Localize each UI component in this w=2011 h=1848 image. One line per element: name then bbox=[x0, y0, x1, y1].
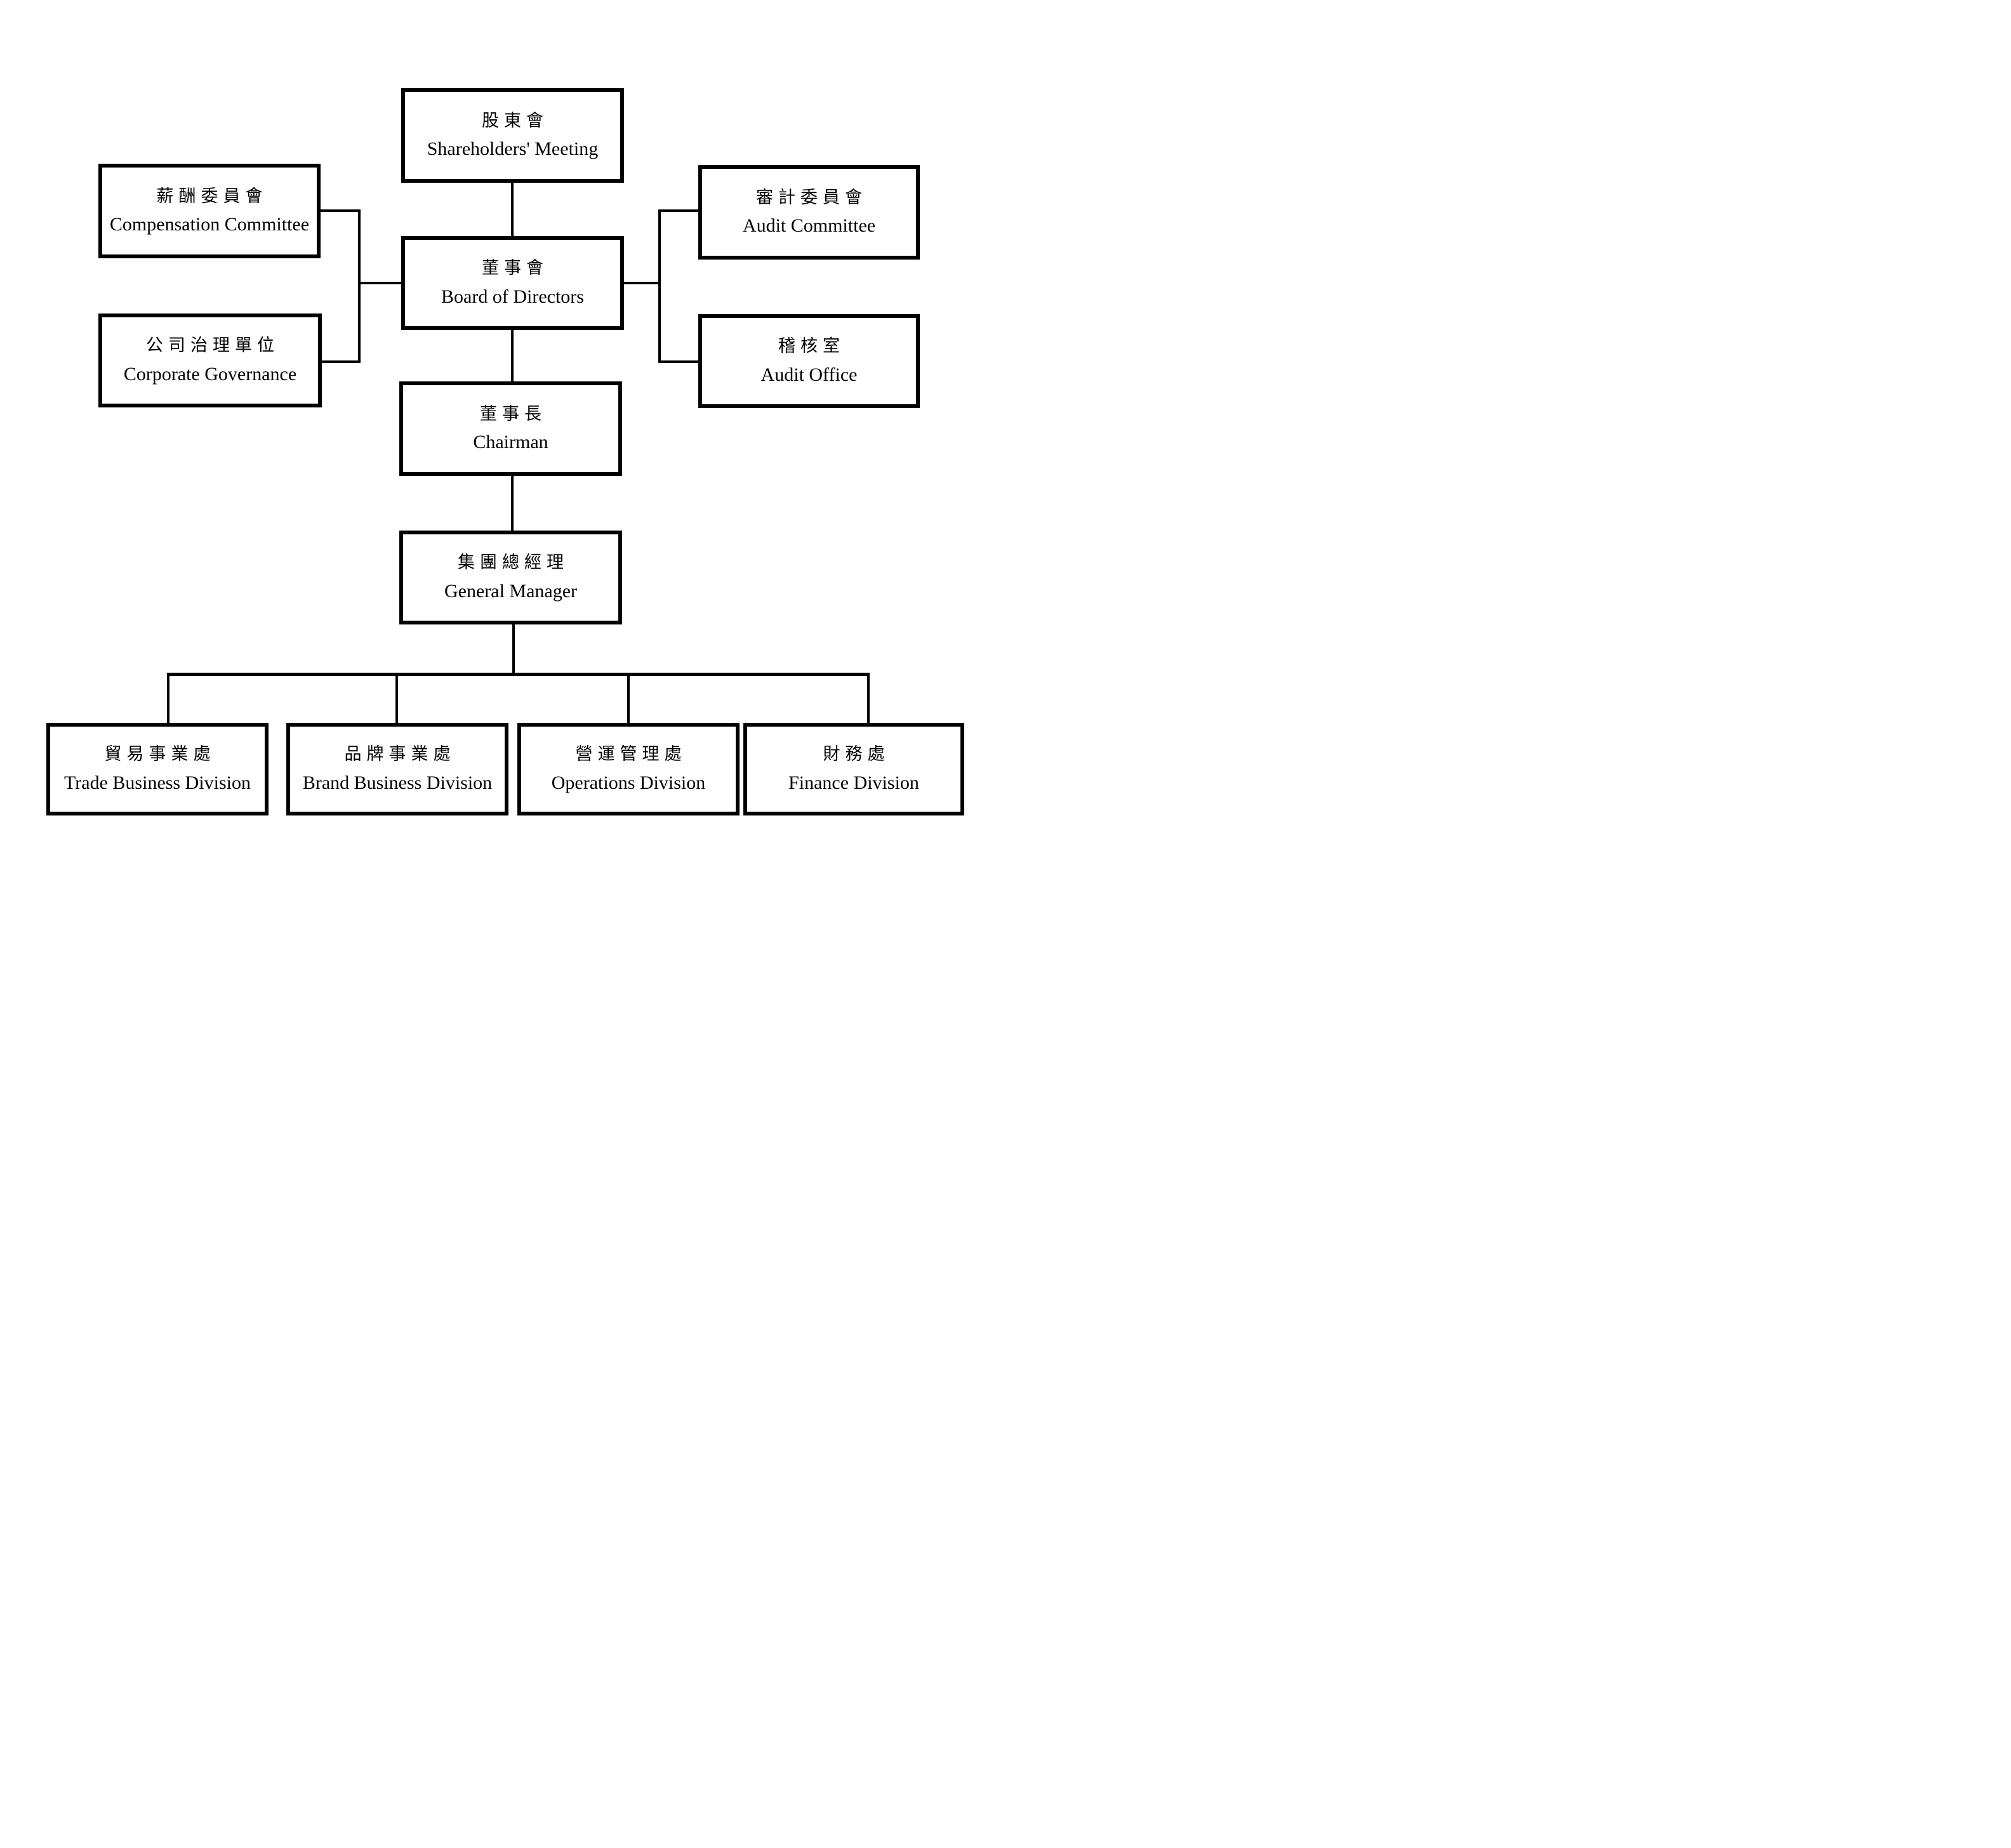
board-label-en: Board of Directors bbox=[441, 286, 584, 307]
audit-committee-label-zh: 審計委員會 bbox=[756, 187, 867, 207]
node-chairman: 董事長 Chairman bbox=[399, 381, 622, 476]
connector-audit-committee-stub bbox=[658, 209, 700, 212]
chairman-label-zh: 董事長 bbox=[480, 404, 547, 423]
connector-drop-operations bbox=[627, 673, 630, 724]
finance-label-en: Finance Division bbox=[788, 772, 919, 793]
finance-label-zh: 財務處 bbox=[823, 744, 890, 764]
connector-audit-office-stub bbox=[658, 360, 700, 363]
board-label-zh: 董事會 bbox=[482, 258, 548, 278]
node-board-of-directors: 董事會 Board of Directors bbox=[401, 236, 624, 330]
operations-label-zh: 營運管理處 bbox=[575, 744, 687, 764]
trade-label-zh: 貿易事業處 bbox=[104, 744, 216, 764]
compensation-label-zh: 薪酬委員會 bbox=[156, 186, 268, 206]
connector-board-chairman bbox=[511, 329, 514, 383]
shareholders-label-zh: 股東會 bbox=[482, 110, 548, 130]
node-finance-division: 財務處 Finance Division bbox=[743, 723, 964, 815]
node-audit-committee: 審計委員會 Audit Committee bbox=[698, 165, 920, 260]
audit-office-label-zh: 稽核室 bbox=[778, 336, 845, 356]
node-shareholders-meeting: 股東會 Shareholders' Meeting bbox=[401, 88, 624, 183]
node-audit-office: 稽核室 Audit Office bbox=[698, 314, 920, 408]
connector-governance-stub bbox=[318, 360, 361, 363]
governance-label-zh: 公司治理單位 bbox=[146, 336, 279, 355]
trade-label-en: Trade Business Division bbox=[64, 772, 251, 793]
connector-compensation-stub bbox=[318, 209, 361, 212]
connector-left-board-stub bbox=[358, 282, 402, 284]
node-operations-division: 營運管理處 Operations Division bbox=[517, 723, 740, 815]
operations-label-en: Operations Division bbox=[551, 772, 706, 793]
connector-shareholders-board bbox=[511, 183, 514, 237]
node-compensation-committee: 薪酬委員會 Compensation Committee bbox=[98, 164, 321, 258]
chairman-label-en: Chairman bbox=[473, 432, 548, 453]
connector-gm-rail bbox=[512, 623, 515, 674]
connector-divisions-rail bbox=[167, 673, 870, 676]
node-brand-business-division: 品牌事業處 Brand Business Division bbox=[286, 723, 508, 815]
node-general-manager: 集團總經理 General Manager bbox=[399, 531, 622, 624]
compensation-label-en: Compensation Committee bbox=[109, 214, 310, 235]
connector-drop-trade bbox=[167, 673, 169, 724]
node-corporate-governance: 公司治理單位 Corporate Governance bbox=[98, 314, 322, 407]
connector-chairman-gm bbox=[511, 475, 514, 532]
governance-label-en: Corporate Governance bbox=[123, 363, 297, 385]
connector-left-trunk bbox=[358, 209, 361, 363]
shareholders-label-en: Shareholders' Meeting bbox=[427, 138, 599, 160]
gm-label-en: General Manager bbox=[444, 580, 578, 602]
connector-drop-brand bbox=[395, 673, 398, 724]
audit-committee-label-en: Audit Committee bbox=[742, 215, 876, 237]
gm-label-zh: 集團總經理 bbox=[458, 553, 569, 572]
brand-label-zh: 品牌事業處 bbox=[344, 744, 456, 764]
connector-right-trunk bbox=[658, 209, 661, 363]
org-chart: 股東會 Shareholders' Meeting 薪酬委員會 Compensa… bbox=[0, 0, 1005, 924]
connector-right-board-stub bbox=[623, 282, 661, 284]
audit-office-label-en: Audit Office bbox=[760, 364, 858, 385]
brand-label-en: Brand Business Division bbox=[302, 772, 493, 793]
node-trade-business-division: 貿易事業處 Trade Business Division bbox=[46, 723, 269, 815]
connector-drop-finance bbox=[867, 673, 870, 724]
